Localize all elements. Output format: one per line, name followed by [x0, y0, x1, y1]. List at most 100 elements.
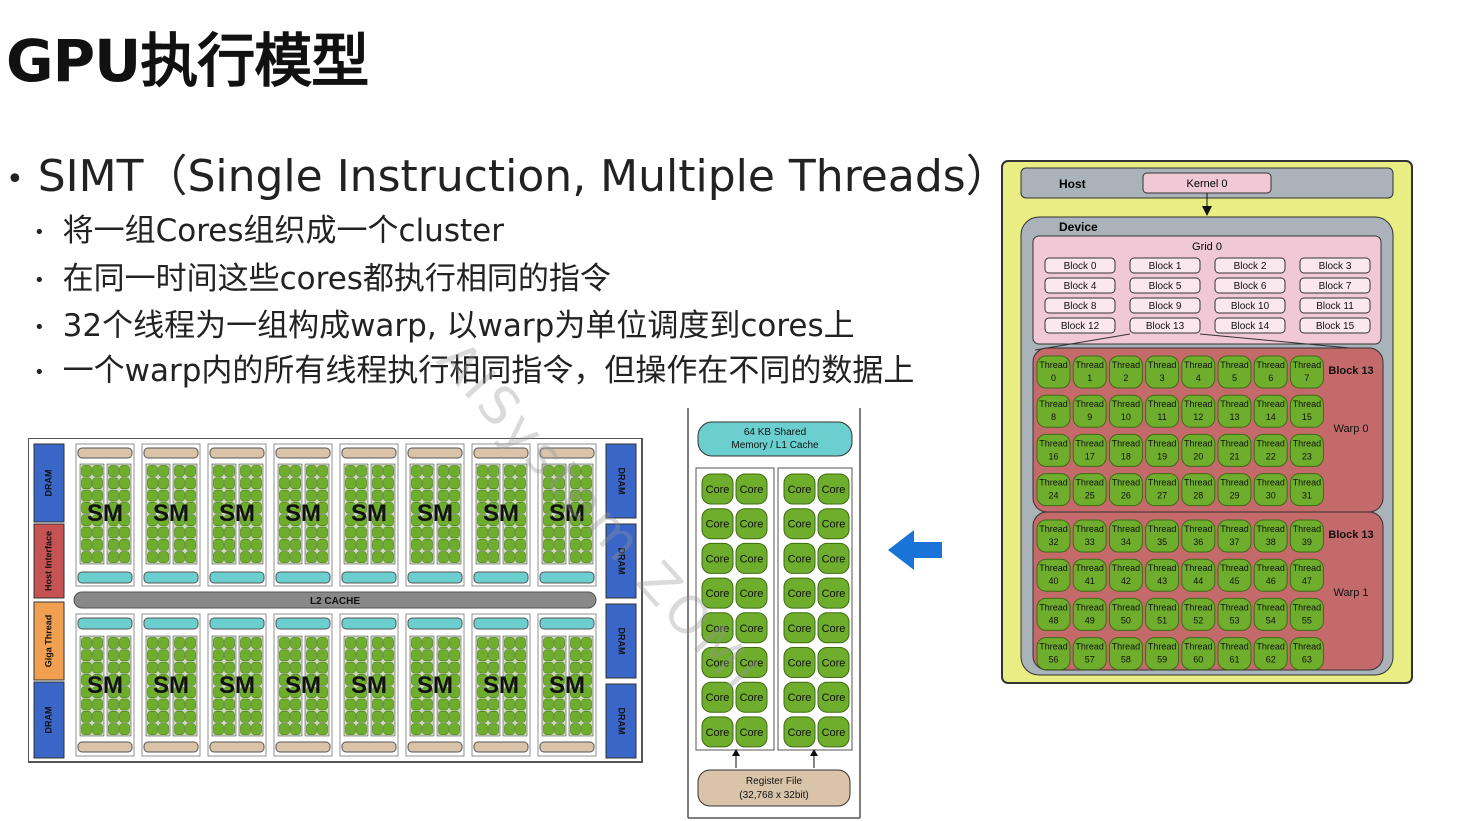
thread-label: Thread	[1039, 524, 1068, 534]
grid-block-label: Block 6	[1234, 281, 1267, 292]
sm-unit: SM	[273, 443, 333, 587]
register-file-box	[697, 769, 851, 807]
thread-label: Thread	[1293, 563, 1322, 573]
bullet-dot-icon: •	[34, 270, 45, 291]
core-label: Core	[706, 553, 730, 565]
sm-unit: SM	[207, 443, 267, 587]
core-unit: Core	[783, 508, 816, 540]
thread-index: 14	[1266, 412, 1276, 422]
thread-label: Thread	[1256, 642, 1285, 652]
thread-label: Thread	[1184, 524, 1213, 534]
thread-label: Thread	[1039, 602, 1068, 612]
thread-label: Thread	[1039, 438, 1068, 448]
core-unit: Core	[701, 508, 734, 540]
thread-label: Thread	[1256, 399, 1285, 409]
thread-index: 46	[1266, 576, 1276, 586]
thread-label: Thread	[1148, 399, 1177, 409]
core-label: Core	[822, 484, 846, 496]
core-label: Core	[740, 588, 764, 600]
thread-index: 43	[1157, 576, 1167, 586]
core-label: Core	[706, 484, 730, 496]
core-unit: Core	[783, 473, 816, 505]
thread-label: Thread	[1112, 602, 1141, 612]
core-label: Core	[706, 588, 730, 600]
thread-label: Thread	[1148, 642, 1177, 652]
core-unit: Core	[783, 647, 816, 678]
grid-block: Block 4	[1044, 277, 1116, 294]
thread-label: Thread	[1039, 399, 1068, 409]
core-label: Core	[706, 692, 730, 704]
thread-label: Thread	[1148, 524, 1177, 534]
grid-block-label: Block 3	[1319, 261, 1352, 272]
sm-label: SM	[549, 500, 585, 527]
thread-index: 59	[1157, 655, 1167, 665]
thread-label: Thread	[1075, 399, 1104, 409]
grid-block: Block 15	[1299, 317, 1371, 334]
kernel-label: Kernel 0	[1187, 178, 1228, 190]
sm-unit: SM	[273, 613, 333, 757]
gpu-right-dram: DRAM	[605, 683, 637, 759]
thread-label: Thread	[1220, 360, 1249, 370]
grid-block-label: Block 13	[1146, 321, 1185, 332]
core-unit: Core	[817, 716, 850, 748]
grid-block-label: Block 9	[1149, 301, 1182, 312]
thread-label: Thread	[1075, 524, 1104, 534]
sm-label: SM	[285, 500, 321, 527]
thread-label: Thread	[1075, 642, 1104, 652]
thread-index: 11	[1157, 412, 1166, 422]
core-label: Core	[788, 692, 812, 704]
core-unit: Core	[817, 542, 850, 574]
gpu-right-label: DRAM	[617, 628, 627, 655]
grid-block: Block 13	[1129, 317, 1201, 334]
thread-label: Thread	[1256, 563, 1285, 573]
sm-unit: SM	[75, 443, 135, 587]
sm-unit: SM	[339, 613, 399, 757]
core-unit: Core	[701, 716, 734, 748]
grid-block-label: Block 14	[1231, 321, 1270, 332]
core-unit: Core	[701, 681, 734, 713]
thread-index: 9	[1087, 412, 1092, 422]
sm-label: SM	[87, 672, 123, 699]
core-unit: Core	[817, 508, 850, 540]
thread-label: Thread	[1293, 478, 1322, 488]
core-label: Core	[706, 519, 730, 531]
thread-index: 7	[1304, 373, 1309, 383]
thread-index: 62	[1266, 655, 1276, 665]
sm-unit: SM	[75, 613, 135, 757]
thread-index: 34	[1121, 537, 1131, 547]
core-unit: Core	[735, 577, 768, 609]
block-detail-label: Block 13	[1328, 529, 1373, 541]
grid-block: Block 3	[1299, 257, 1371, 274]
thread-label: Thread	[1256, 602, 1285, 612]
core-unit: Core	[783, 681, 816, 713]
core-label: Core	[740, 623, 764, 635]
thread-index: 27	[1157, 491, 1167, 501]
core-label: Core	[788, 588, 812, 600]
thread-label: Thread	[1112, 360, 1141, 370]
thread-label: Thread	[1220, 524, 1249, 534]
gpu-right-label: DRAM	[617, 708, 627, 735]
core-label: Core	[740, 692, 764, 704]
gpu-left-label: DRAM	[43, 707, 53, 734]
thread-index: 56	[1048, 655, 1058, 665]
core-unit: Core	[817, 577, 850, 609]
